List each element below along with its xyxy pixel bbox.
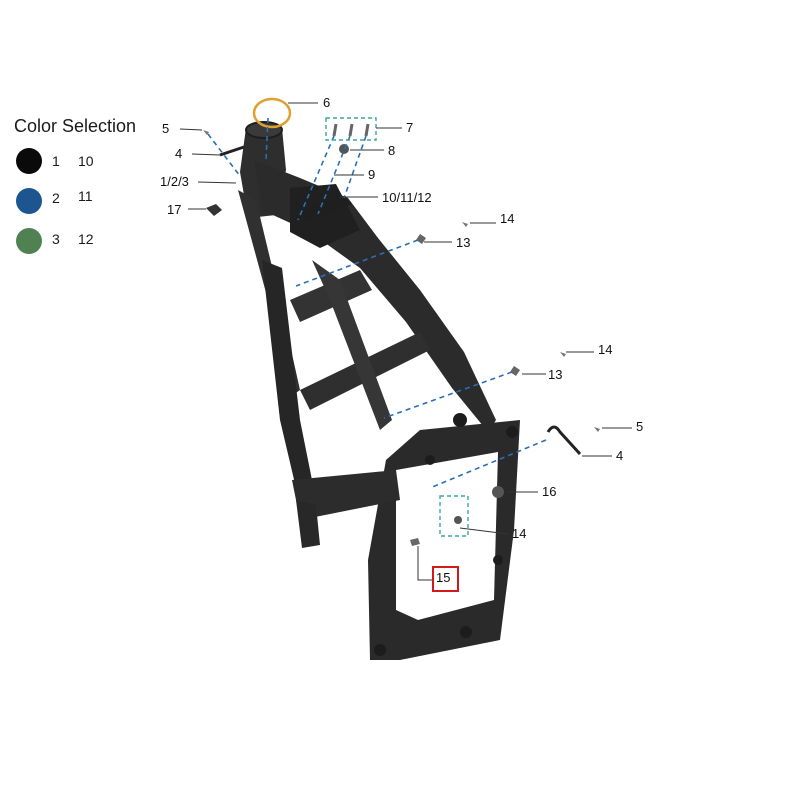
callout-4: 4 bbox=[175, 146, 183, 161]
callout-8: 8 bbox=[388, 143, 396, 158]
callout-14: 14 bbox=[598, 342, 613, 357]
screws-part-7 bbox=[332, 123, 370, 137]
callout-4: 4 bbox=[616, 448, 624, 463]
callout-10-11-12: 10/11/12 bbox=[382, 190, 432, 205]
group-boxes bbox=[325, 117, 469, 537]
washer-part-8 bbox=[339, 144, 349, 154]
bolt-part-14-top bbox=[462, 222, 468, 227]
callout-13: 13 bbox=[456, 235, 471, 250]
dashed-leaders bbox=[207, 117, 547, 489]
swatch-blue bbox=[16, 188, 42, 214]
bolt-part-15 bbox=[410, 538, 420, 546]
pin-part-4-top bbox=[219, 145, 245, 157]
legend-title: Color Selection bbox=[14, 116, 137, 136]
down-tube bbox=[262, 260, 316, 505]
cradle-front bbox=[296, 500, 320, 548]
callout-1-2-3: 1/2/3 bbox=[160, 174, 189, 189]
bolt-part-5-right bbox=[594, 427, 600, 432]
highlight-box-15 bbox=[432, 566, 459, 592]
clip-part-13-mid bbox=[510, 366, 520, 376]
legend-code: 11 bbox=[78, 188, 93, 204]
legend-code: 2 bbox=[52, 190, 60, 206]
callout-9: 9 bbox=[368, 167, 376, 182]
bushing-part-16 bbox=[492, 486, 504, 498]
callout-17: 17 bbox=[167, 202, 182, 217]
hook-part-4-right bbox=[546, 425, 582, 456]
legend-code: 3 bbox=[52, 231, 60, 247]
callout-5: 5 bbox=[636, 419, 644, 434]
swatch-black bbox=[16, 148, 42, 174]
clip-part-13-top bbox=[416, 234, 426, 244]
color-selection-legend: Color Selection 1 10 2 11 3 12 bbox=[14, 116, 174, 256]
callout-5: 5 bbox=[162, 121, 170, 136]
legend-code: 12 bbox=[78, 231, 94, 247]
legend-code: 1 bbox=[52, 153, 60, 169]
callout-14: 14 bbox=[500, 211, 515, 226]
callout-15: 15 bbox=[436, 570, 451, 585]
callout-6: 6 bbox=[323, 95, 331, 110]
callout-leaders bbox=[179, 102, 632, 581]
bolt-part-14-mid bbox=[560, 352, 566, 357]
legend-code: 10 bbox=[78, 153, 94, 169]
swatch-green bbox=[16, 228, 42, 254]
ring-part-6 bbox=[252, 97, 292, 129]
callout-16: 16 bbox=[542, 484, 557, 499]
frame-body bbox=[238, 121, 520, 660]
lower-cradle bbox=[292, 470, 400, 520]
bushing-part-14-low bbox=[454, 516, 462, 524]
bolt-part-5-top bbox=[203, 130, 209, 135]
bracket-part-9 bbox=[300, 196, 352, 220]
rear-loop-window bbox=[396, 452, 498, 620]
callout-13: 13 bbox=[548, 367, 563, 382]
callout-14: 14 bbox=[512, 526, 527, 541]
side-rail-inner bbox=[312, 260, 392, 430]
parts bbox=[203, 97, 600, 546]
callout-7: 7 bbox=[406, 120, 414, 135]
sensor-part-17 bbox=[206, 204, 222, 216]
